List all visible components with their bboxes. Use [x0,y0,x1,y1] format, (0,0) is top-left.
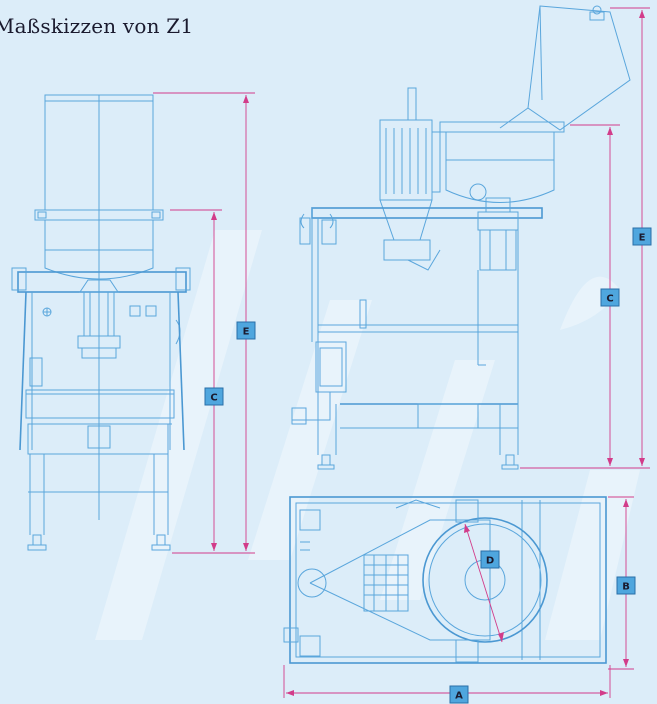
dimension-label-c-side: C [600,288,620,307]
svg-text:E: E [639,233,646,244]
watermark [95,230,640,640]
dimension-label-a: A [449,685,469,704]
dimension-label-e-front: E [236,321,256,340]
svg-text:C: C [606,294,613,305]
svg-text:D: D [486,556,494,567]
dimension-label-e-side: E [632,227,652,246]
page-title: Maßskizzen von Z1 [0,14,194,38]
side-view-dimensions [520,7,650,469]
dimension-label-c-front: C [204,387,224,406]
top-view-dimensions [283,496,634,698]
side-view [291,5,631,470]
top-view [283,496,607,664]
front-view [11,94,191,551]
svg-text:C: C [210,393,217,404]
svg-text:A: A [455,691,463,702]
svg-text:E: E [243,327,250,338]
dimension-label-d: D [480,550,500,569]
svg-text:B: B [622,582,630,593]
dimension-label-b: B [616,576,636,595]
